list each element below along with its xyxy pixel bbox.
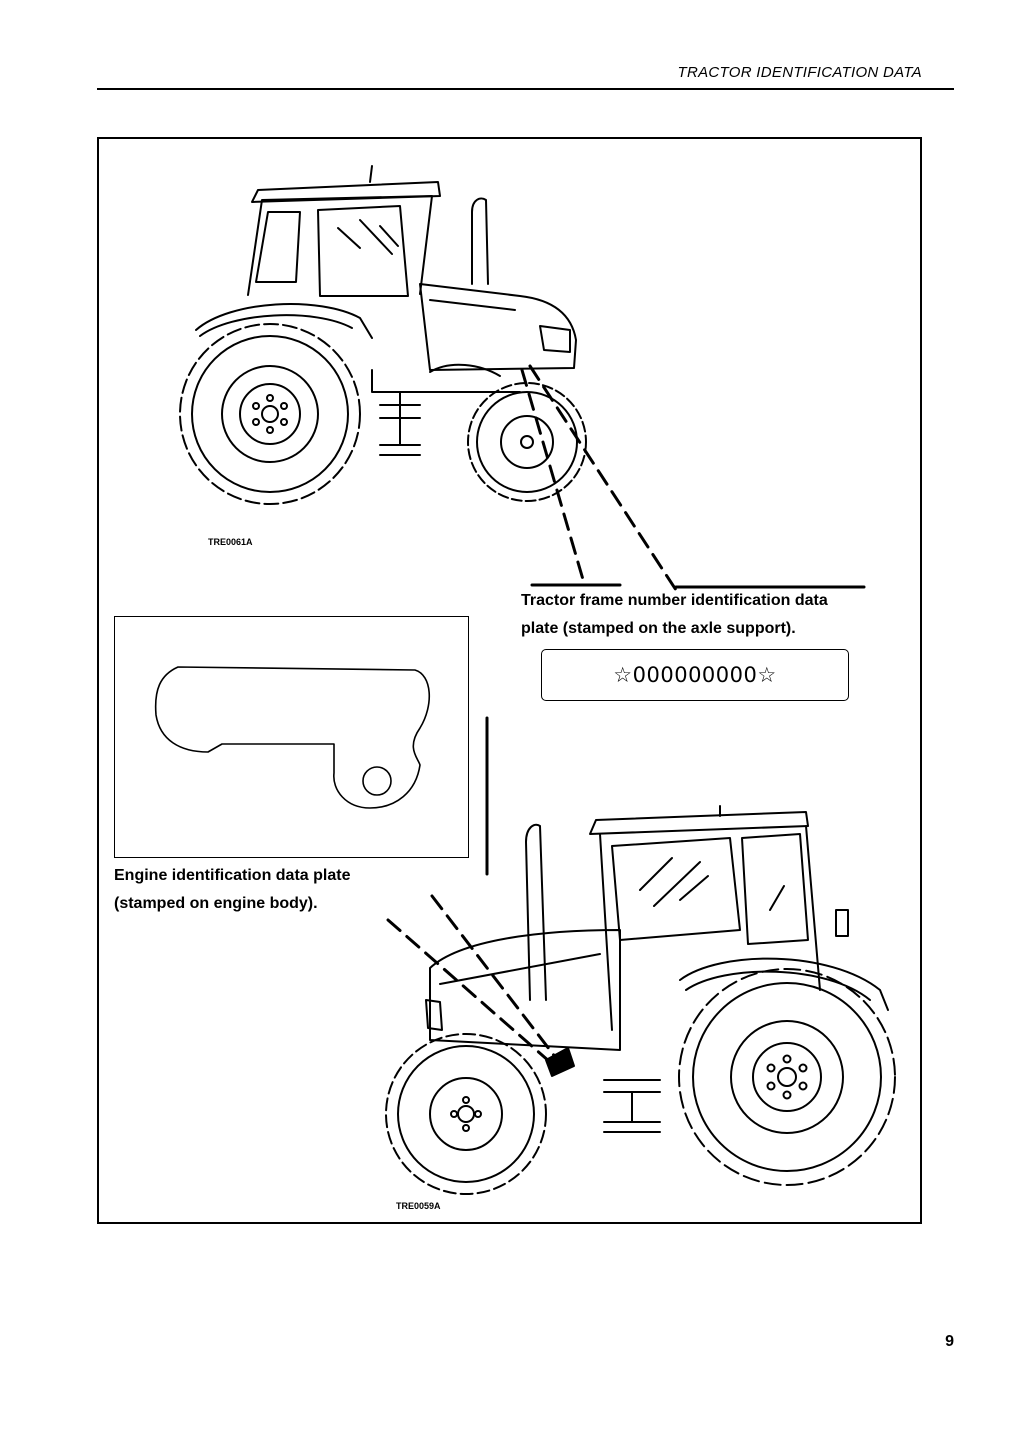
figure-frame — [97, 137, 922, 1224]
engine-plate-callout: Engine identification data plate (stampe… — [114, 862, 350, 918]
page-number: 9 — [945, 1333, 954, 1350]
frame-number-plate: ☆000000000☆ — [541, 649, 849, 701]
rear-wheel-top — [179, 323, 361, 505]
engine-plate-callout-line1: Engine identification data plate — [114, 867, 351, 884]
header-title: TRACTOR IDENTIFICATION DATA — [677, 64, 922, 81]
figure-ref-code-bottom: TRE0059A — [396, 1201, 441, 1211]
frame-plate-leader-lines — [520, 364, 866, 592]
engine-plate-leader-lines — [386, 894, 558, 1064]
frame-plate-callout-line2: plate (stamped on the axle support). — [521, 620, 796, 637]
engine-plate-box — [114, 616, 469, 858]
engine-plate-callout-line2: (stamped on engine body). — [114, 895, 318, 912]
frame-plate-callout-line1: Tractor frame number identification data — [521, 592, 828, 609]
front-wheel-bottom — [385, 1033, 547, 1195]
frame-number-stamp: ☆000000000☆ — [613, 663, 777, 687]
rear-wheel-bottom — [678, 968, 896, 1186]
header-rule — [97, 88, 954, 90]
tractor-illustration-top — [179, 165, 587, 505]
front-wheel-top — [467, 382, 587, 502]
frame-plate-callout: Tractor frame number identification data… — [521, 587, 828, 643]
figure-ref-code-top: TRE0061A — [208, 537, 253, 547]
engine-plate-marker — [545, 1047, 575, 1077]
engine-plate-outline — [154, 666, 431, 809]
tractor-illustration-bottom — [385, 805, 896, 1195]
